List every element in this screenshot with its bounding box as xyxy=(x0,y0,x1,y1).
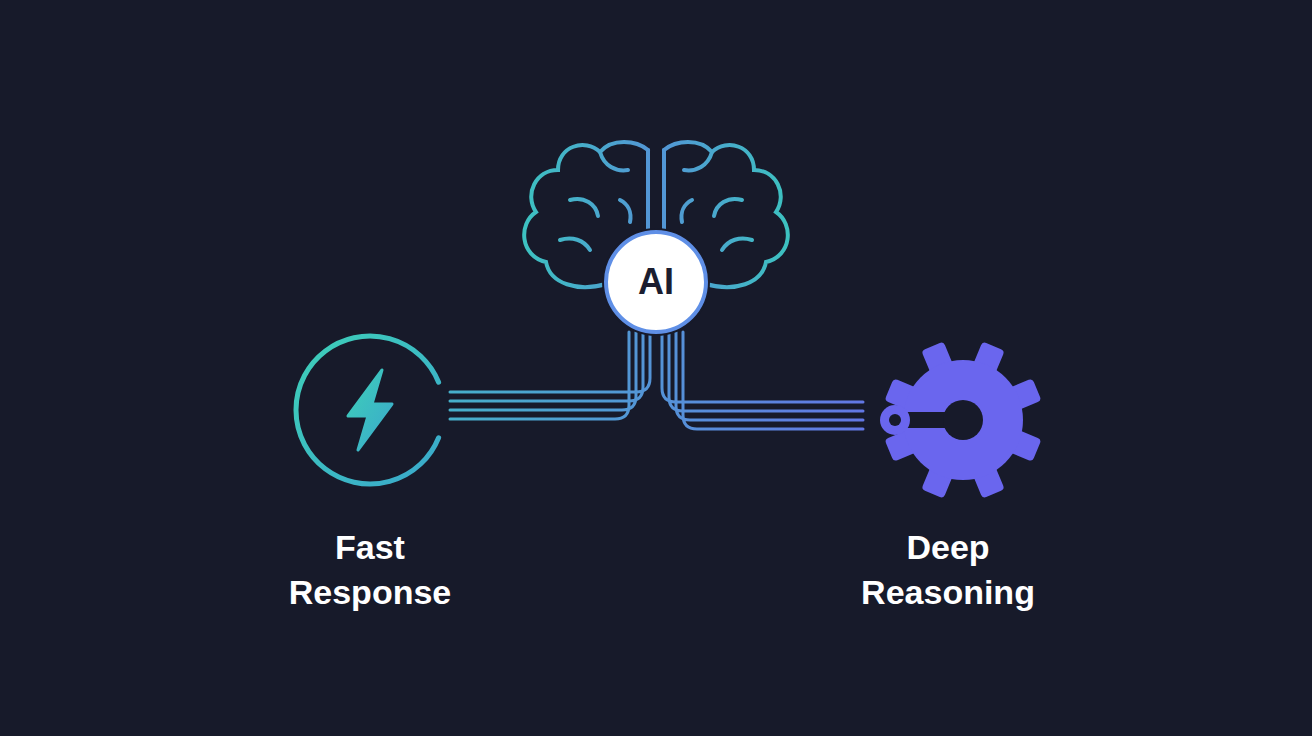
reasoning-node: Deep Reasoning xyxy=(848,335,1048,615)
ai-circle: AI xyxy=(604,230,708,334)
wire-bundle xyxy=(662,332,863,429)
wire-line xyxy=(683,332,863,429)
wire-line xyxy=(450,332,636,410)
wire-bundle xyxy=(450,332,650,419)
fast-node: Fast Response xyxy=(270,335,470,615)
lightning-icon xyxy=(290,335,450,505)
gear-icon xyxy=(863,335,1033,505)
wire-line xyxy=(662,332,863,402)
wire-line xyxy=(676,332,863,420)
core-label: AI xyxy=(638,264,674,300)
wire-line xyxy=(669,332,863,411)
wire-line xyxy=(450,332,643,401)
node-label: Deep Reasoning xyxy=(848,525,1048,615)
wire-line xyxy=(450,332,650,392)
wire-line xyxy=(450,332,629,419)
node-label: Fast Response xyxy=(270,525,470,615)
